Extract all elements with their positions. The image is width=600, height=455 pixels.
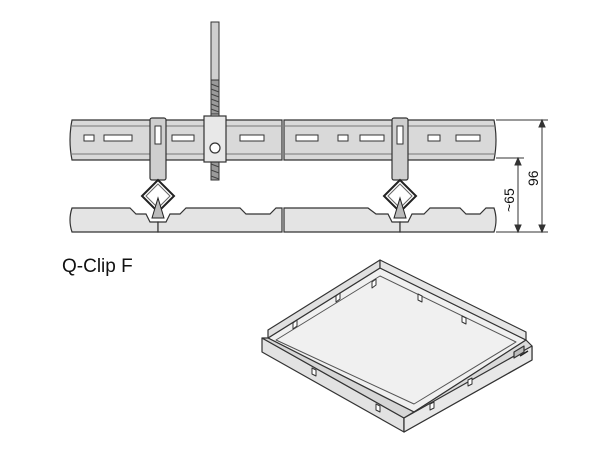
carrier-rail-left: [69, 119, 283, 161]
dimension-label-inner: ~65: [501, 188, 517, 212]
carrier-rail-right: [283, 119, 497, 161]
ceiling-panel-left: [69, 207, 283, 233]
dimension-label-outer: 96: [525, 170, 541, 186]
q-clip-right: [382, 117, 418, 219]
ceiling-panel-right: [283, 207, 497, 233]
ceiling-tile-isometric: [261, 259, 533, 433]
q-clip-left: [140, 117, 176, 219]
dimension-lines: [496, 118, 548, 234]
product-caption: Q-Clip F: [62, 256, 133, 277]
rod-bracket: [203, 115, 227, 163]
hanger-rod: [210, 21, 220, 181]
